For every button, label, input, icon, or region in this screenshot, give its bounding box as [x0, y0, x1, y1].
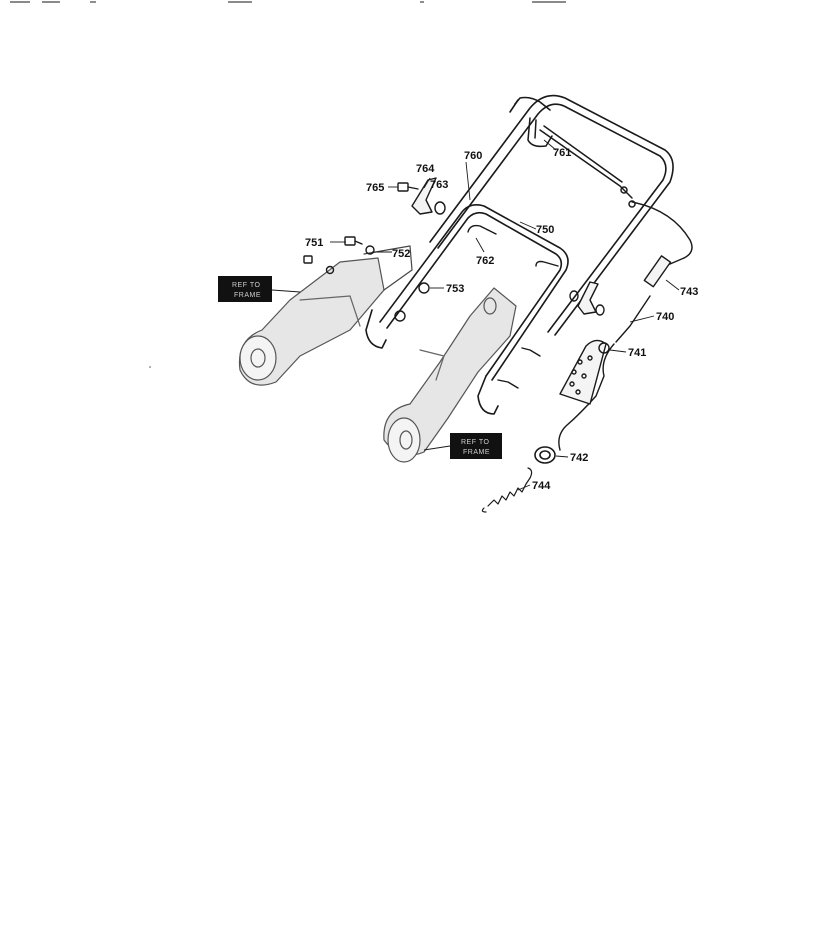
part-label-752: 752 — [392, 248, 410, 260]
bail-lever — [527, 117, 636, 208]
part-label-761: 761 — [553, 147, 571, 159]
hardware — [303, 177, 605, 389]
left-frame — [238, 245, 413, 386]
lower-handle — [365, 204, 569, 415]
ref-box-left: REF TO FRAME — [218, 276, 301, 302]
ref-box-right-line1: REF TO — [461, 439, 489, 446]
ref-box-right: REF TO FRAME — [423, 433, 502, 459]
spring — [481, 467, 533, 513]
part-label-760: 760 — [464, 150, 482, 162]
part-label-744: 744 — [532, 480, 551, 492]
eyelet — [534, 446, 556, 464]
ref-box-left-line2: FRAME — [234, 292, 261, 299]
part-label-750: 750 — [536, 224, 554, 236]
part-label-762: 762 — [476, 255, 494, 267]
ref-box-right-line2: FRAME — [463, 449, 490, 456]
part-label-741: 741 — [628, 347, 646, 359]
part-label-763: 763 — [430, 179, 448, 191]
part-label-753: 753 — [446, 283, 464, 295]
right-frame — [383, 287, 517, 463]
part-label-742: 742 — [570, 452, 588, 464]
upper-handle — [429, 94, 674, 336]
leader-lines — [330, 139, 680, 491]
part-label-743: 743 — [680, 286, 698, 298]
part-label-764: 764 — [416, 163, 435, 175]
part-label-740: 740 — [656, 311, 674, 323]
part-labels: 760 761 764 763 765 750 751 752 762 753 … — [305, 147, 698, 492]
scan-dot — [149, 366, 151, 368]
part-label-765: 765 — [366, 182, 384, 194]
control-cable — [558, 201, 693, 451]
cable-bracket — [559, 339, 610, 405]
part-label-751: 751 — [305, 237, 323, 249]
ref-box-left-line1: REF TO — [232, 282, 260, 289]
